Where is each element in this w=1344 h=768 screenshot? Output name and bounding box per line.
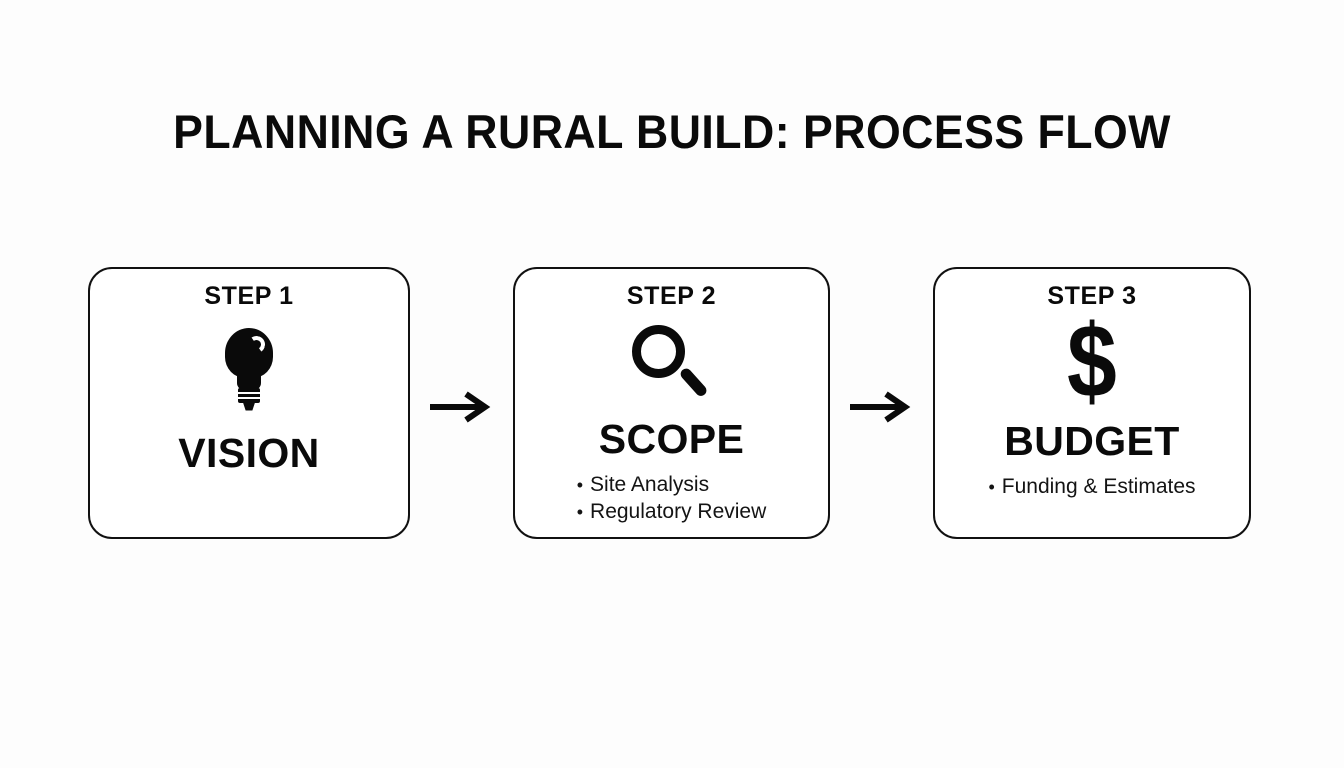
lightbulb-base-stripe (238, 391, 260, 394)
lightbulb-base-stripe (238, 396, 260, 399)
step-2-bullet-list: • Site Analysis • Regulatory Review (577, 471, 767, 527)
step-label-3: STEP 3 (1047, 282, 1137, 310)
lightbulb-icon (221, 327, 277, 412)
step-heading-2: SCOPE (598, 415, 745, 462)
step-heading-1: VISION (178, 429, 320, 476)
bullet-text: Funding & Estimates (1001, 474, 1196, 498)
process-step-card-1[interactable]: STEP 1 VISION (88, 267, 410, 539)
list-item: • Regulatory Review (577, 498, 767, 526)
step-label-2: STEP 2 (626, 282, 717, 310)
lightbulb-neck (237, 367, 261, 390)
flow-arrow-2 (848, 391, 912, 423)
page-title: PLANNING A RURAL BUILD: PROCESS FLOW (173, 105, 1171, 158)
magnifier-handle (677, 365, 709, 398)
dollar-sign-icon-wrap: $ (1063, 303, 1121, 420)
arrow-right-icon (430, 391, 491, 423)
dollar-sign-icon: $ (1067, 303, 1117, 420)
arrow-right-icon (850, 391, 911, 423)
process-step-card-2[interactable]: STEP 2 SCOPE • Site Analysis • Regulator… (513, 267, 830, 539)
bullet-text: Regulatory Review (590, 500, 767, 524)
magnifier-lens (631, 324, 685, 378)
lightbulb-tip (243, 402, 255, 411)
process-step-card-3[interactable]: STEP 3 $ BUDGET • Funding & Estimates (933, 267, 1251, 539)
bullet-text: Site Analysis (590, 472, 710, 496)
bullet-marker: • (576, 502, 584, 523)
flow-arrow-1 (428, 391, 492, 423)
magnifying-glass-icon (631, 324, 712, 405)
bullet-marker: • (988, 476, 995, 497)
process-flow: STEP 1 VISION (88, 267, 1256, 539)
step-label-1: STEP 1 (204, 282, 294, 310)
list-item: • Funding & Estimates (988, 473, 1195, 501)
lightbulb-icon-wrap (221, 327, 277, 413)
step-heading-3: BUDGET (1004, 417, 1180, 464)
magnifying-glass-icon-wrap (631, 324, 712, 406)
bullet-marker: • (576, 474, 584, 495)
step-3-bullet-list: • Funding & Estimates (988, 473, 1195, 501)
lightbulb-base (238, 387, 260, 403)
list-item: • Site Analysis (577, 471, 767, 499)
